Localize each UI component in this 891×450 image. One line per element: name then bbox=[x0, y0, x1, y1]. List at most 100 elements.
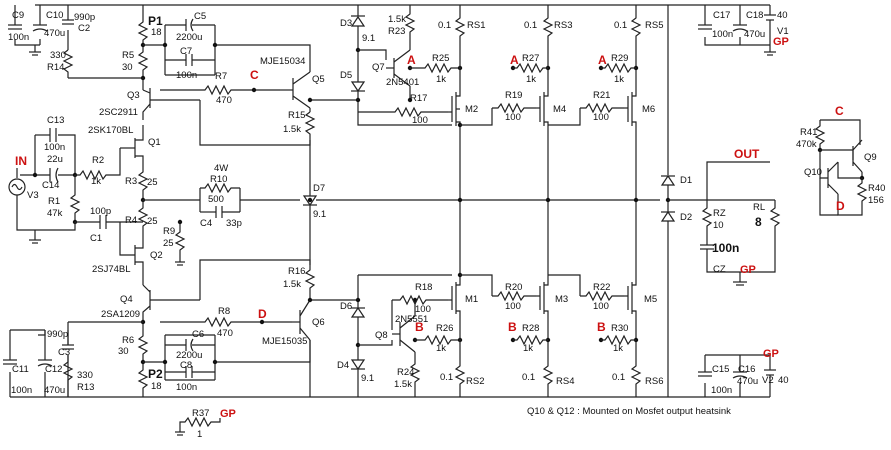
r30-resistor: B R30 1k bbox=[597, 320, 636, 354]
svg-text:1k: 1k bbox=[613, 343, 623, 354]
mosfet-column-1: 0.1 RS1 M2 M1 0.1 RS2 bbox=[438, 5, 485, 397]
svg-text:0.1: 0.1 bbox=[524, 20, 537, 31]
d2-diode: D2 bbox=[660, 210, 692, 397]
svg-text:R4: R4 bbox=[125, 215, 137, 226]
svg-text:R2: R2 bbox=[92, 155, 104, 166]
svg-text:100n: 100n bbox=[176, 382, 197, 393]
svg-text:R16: R16 bbox=[288, 266, 305, 277]
svg-text:V3: V3 bbox=[27, 190, 39, 201]
r9-resistor: R9 25 bbox=[163, 222, 186, 266]
svg-text:100n: 100n bbox=[8, 32, 29, 43]
mosfet-column-2: 0.1 RS3 M4 M3 0.1 RS4 bbox=[522, 5, 574, 397]
svg-text:0.1: 0.1 bbox=[438, 20, 451, 31]
svg-text:C8: C8 bbox=[180, 360, 192, 371]
svg-text:156: 156 bbox=[868, 195, 884, 206]
svg-text:P1: P1 bbox=[148, 14, 163, 28]
svg-text:4W: 4W bbox=[214, 163, 228, 174]
c12-capacitor: C12 470u bbox=[37, 359, 65, 396]
svg-text:R14: R14 bbox=[47, 62, 64, 73]
svg-text:C18: C18 bbox=[746, 10, 763, 21]
svg-text:MJE15034: MJE15034 bbox=[260, 56, 305, 67]
svg-text:10: 10 bbox=[713, 220, 724, 231]
svg-text:Q5: Q5 bbox=[312, 74, 325, 85]
svg-text:470: 470 bbox=[217, 328, 233, 339]
svg-text:330: 330 bbox=[77, 370, 93, 381]
svg-text:D5: D5 bbox=[340, 70, 352, 81]
svg-text:C11: C11 bbox=[12, 364, 29, 375]
svg-text:18: 18 bbox=[151, 27, 162, 38]
svg-text:8: 8 bbox=[755, 215, 762, 229]
svg-text:9.1: 9.1 bbox=[362, 33, 375, 44]
svg-text:RS6: RS6 bbox=[645, 376, 663, 387]
r13-resistor: 330 R13 bbox=[62, 355, 94, 397]
svg-text:100p: 100p bbox=[90, 206, 111, 217]
svg-text:R37: R37 bbox=[192, 408, 209, 419]
svg-text:A: A bbox=[407, 53, 416, 67]
c11-capacitor: C11 100n bbox=[3, 359, 32, 396]
svg-text:40: 40 bbox=[777, 10, 788, 21]
svg-text:D3: D3 bbox=[340, 18, 352, 29]
svg-text:M4: M4 bbox=[553, 104, 566, 115]
svg-text:D7: D7 bbox=[313, 183, 325, 194]
r37-resistor: R37 1 GP bbox=[175, 408, 236, 440]
r5-resistor: R5 30 bbox=[122, 45, 149, 90]
svg-text:1k: 1k bbox=[523, 343, 533, 354]
svg-text:100: 100 bbox=[412, 115, 428, 126]
svg-text:R21: R21 bbox=[593, 90, 610, 101]
svg-text:9.1: 9.1 bbox=[313, 209, 326, 220]
svg-text:25: 25 bbox=[163, 238, 174, 249]
svg-text:R6: R6 bbox=[122, 335, 134, 346]
svg-text:R40: R40 bbox=[868, 183, 885, 194]
svg-text:100n: 100n bbox=[11, 385, 32, 396]
svg-text:R23: R23 bbox=[388, 26, 405, 37]
svg-text:C5: C5 bbox=[194, 11, 206, 22]
r27-resistor: A R27 1k bbox=[510, 53, 548, 85]
r26-resistor: R26 1k bbox=[415, 323, 460, 354]
svg-text:GP: GP bbox=[740, 264, 756, 276]
svg-text:R10: R10 bbox=[210, 174, 227, 185]
svg-text:Q2: Q2 bbox=[150, 250, 163, 261]
svg-text:D1: D1 bbox=[680, 175, 692, 186]
svg-text:R30: R30 bbox=[611, 323, 628, 334]
svg-text:D4: D4 bbox=[337, 360, 349, 371]
svg-text:GP: GP bbox=[220, 408, 236, 420]
svg-text:A: A bbox=[598, 53, 607, 67]
svg-text:C16: C16 bbox=[738, 364, 755, 375]
svg-text:C14: C14 bbox=[42, 180, 59, 191]
svg-text:Q10: Q10 bbox=[804, 167, 822, 178]
svg-text:R1: R1 bbox=[48, 196, 60, 207]
r1-resistor: R1 47k bbox=[47, 175, 81, 222]
svg-text:R18: R18 bbox=[415, 282, 432, 293]
r28-resistor: B R28 1k bbox=[508, 320, 548, 354]
negative-supply: C15 100n C16 470u V2 40 GP bbox=[698, 348, 789, 397]
r20-resistor: R20 100 bbox=[492, 282, 536, 312]
svg-text:M2: M2 bbox=[465, 104, 478, 115]
svg-text:470u: 470u bbox=[44, 28, 65, 39]
r8-resistor: R8 470 bbox=[160, 306, 292, 339]
svg-text:25: 25 bbox=[147, 216, 158, 227]
svg-text:22u: 22u bbox=[47, 154, 63, 165]
svg-text:C10: C10 bbox=[46, 10, 63, 21]
svg-text:RL: RL bbox=[753, 202, 765, 213]
svg-text:100n: 100n bbox=[712, 241, 739, 255]
svg-text:100n: 100n bbox=[712, 29, 733, 40]
svg-text:R29: R29 bbox=[611, 53, 628, 64]
svg-text:R17: R17 bbox=[410, 93, 427, 104]
svg-text:2SA1209: 2SA1209 bbox=[101, 309, 140, 320]
svg-text:Q1: Q1 bbox=[148, 137, 161, 148]
rl-resistor: RL 8 bbox=[740, 200, 781, 273]
svg-text:RS4: RS4 bbox=[556, 376, 574, 387]
svg-text:Q6: Q6 bbox=[312, 317, 325, 328]
svg-text:33p: 33p bbox=[226, 218, 242, 229]
svg-text:RS2: RS2 bbox=[466, 376, 484, 387]
svg-text:0.1: 0.1 bbox=[614, 20, 627, 31]
svg-text:C: C bbox=[835, 104, 844, 118]
positive-supply: C17 100n C18 470u 40 V1 GP bbox=[698, 5, 789, 56]
svg-text:D2: D2 bbox=[680, 212, 692, 223]
mosfet-column-3: 0.1 RS5 M6 M5 0.1 RS6 bbox=[612, 5, 663, 397]
r23-resistor: 1.5k R23 bbox=[388, 5, 416, 45]
d5-diode: D5 bbox=[340, 50, 452, 126]
svg-text:V1: V1 bbox=[777, 26, 789, 37]
d6-diode: D6 bbox=[340, 274, 452, 318]
svg-text:Q8: Q8 bbox=[375, 330, 388, 341]
